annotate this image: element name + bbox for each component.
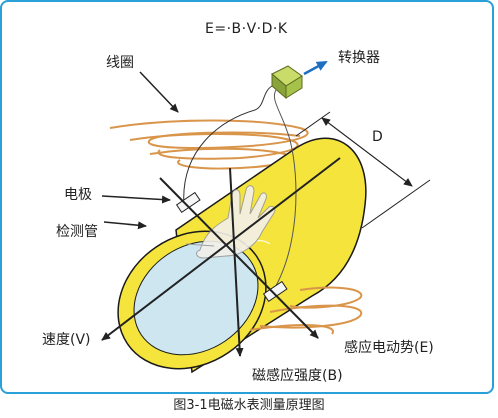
- emf-label: 感应电动势(E): [344, 340, 434, 356]
- signal-wire: [183, 85, 273, 207]
- formula-text: E=·B·V·D·K: [205, 21, 288, 37]
- diameter-label: D: [372, 129, 383, 145]
- measuring-tube: [117, 137, 367, 374]
- magnetic-field-axis: [229, 167, 244, 357]
- leader-lines: [101, 71, 179, 230]
- electrode-bottom: [262, 280, 288, 302]
- velocity-axis: [101, 157, 341, 341]
- emf-axis: [159, 177, 319, 339]
- output-arrow: [303, 60, 328, 76]
- electrode-label: 电极: [64, 187, 92, 203]
- signal-wire-2: [269, 89, 297, 297]
- figure-caption: 图3-1电磁水表测量原理图: [173, 398, 325, 413]
- coil-label: 线圈: [106, 55, 134, 71]
- converter-icon: [271, 65, 303, 100]
- right-hand-rule-icon: [185, 185, 276, 259]
- diameter-dimension: [295, 111, 431, 229]
- flowmeter-diagram: [101, 60, 431, 374]
- coil-bottom: [249, 286, 363, 335]
- magnetic-field-label: 磁感应强度(B): [252, 368, 343, 384]
- converter-label: 转换器: [338, 50, 380, 66]
- velocity-label: 速度(V): [42, 332, 91, 348]
- figure-frame: [0, 0, 494, 394]
- measuring-tube-label: 检测管: [56, 224, 98, 240]
- electrode-top: [175, 191, 201, 213]
